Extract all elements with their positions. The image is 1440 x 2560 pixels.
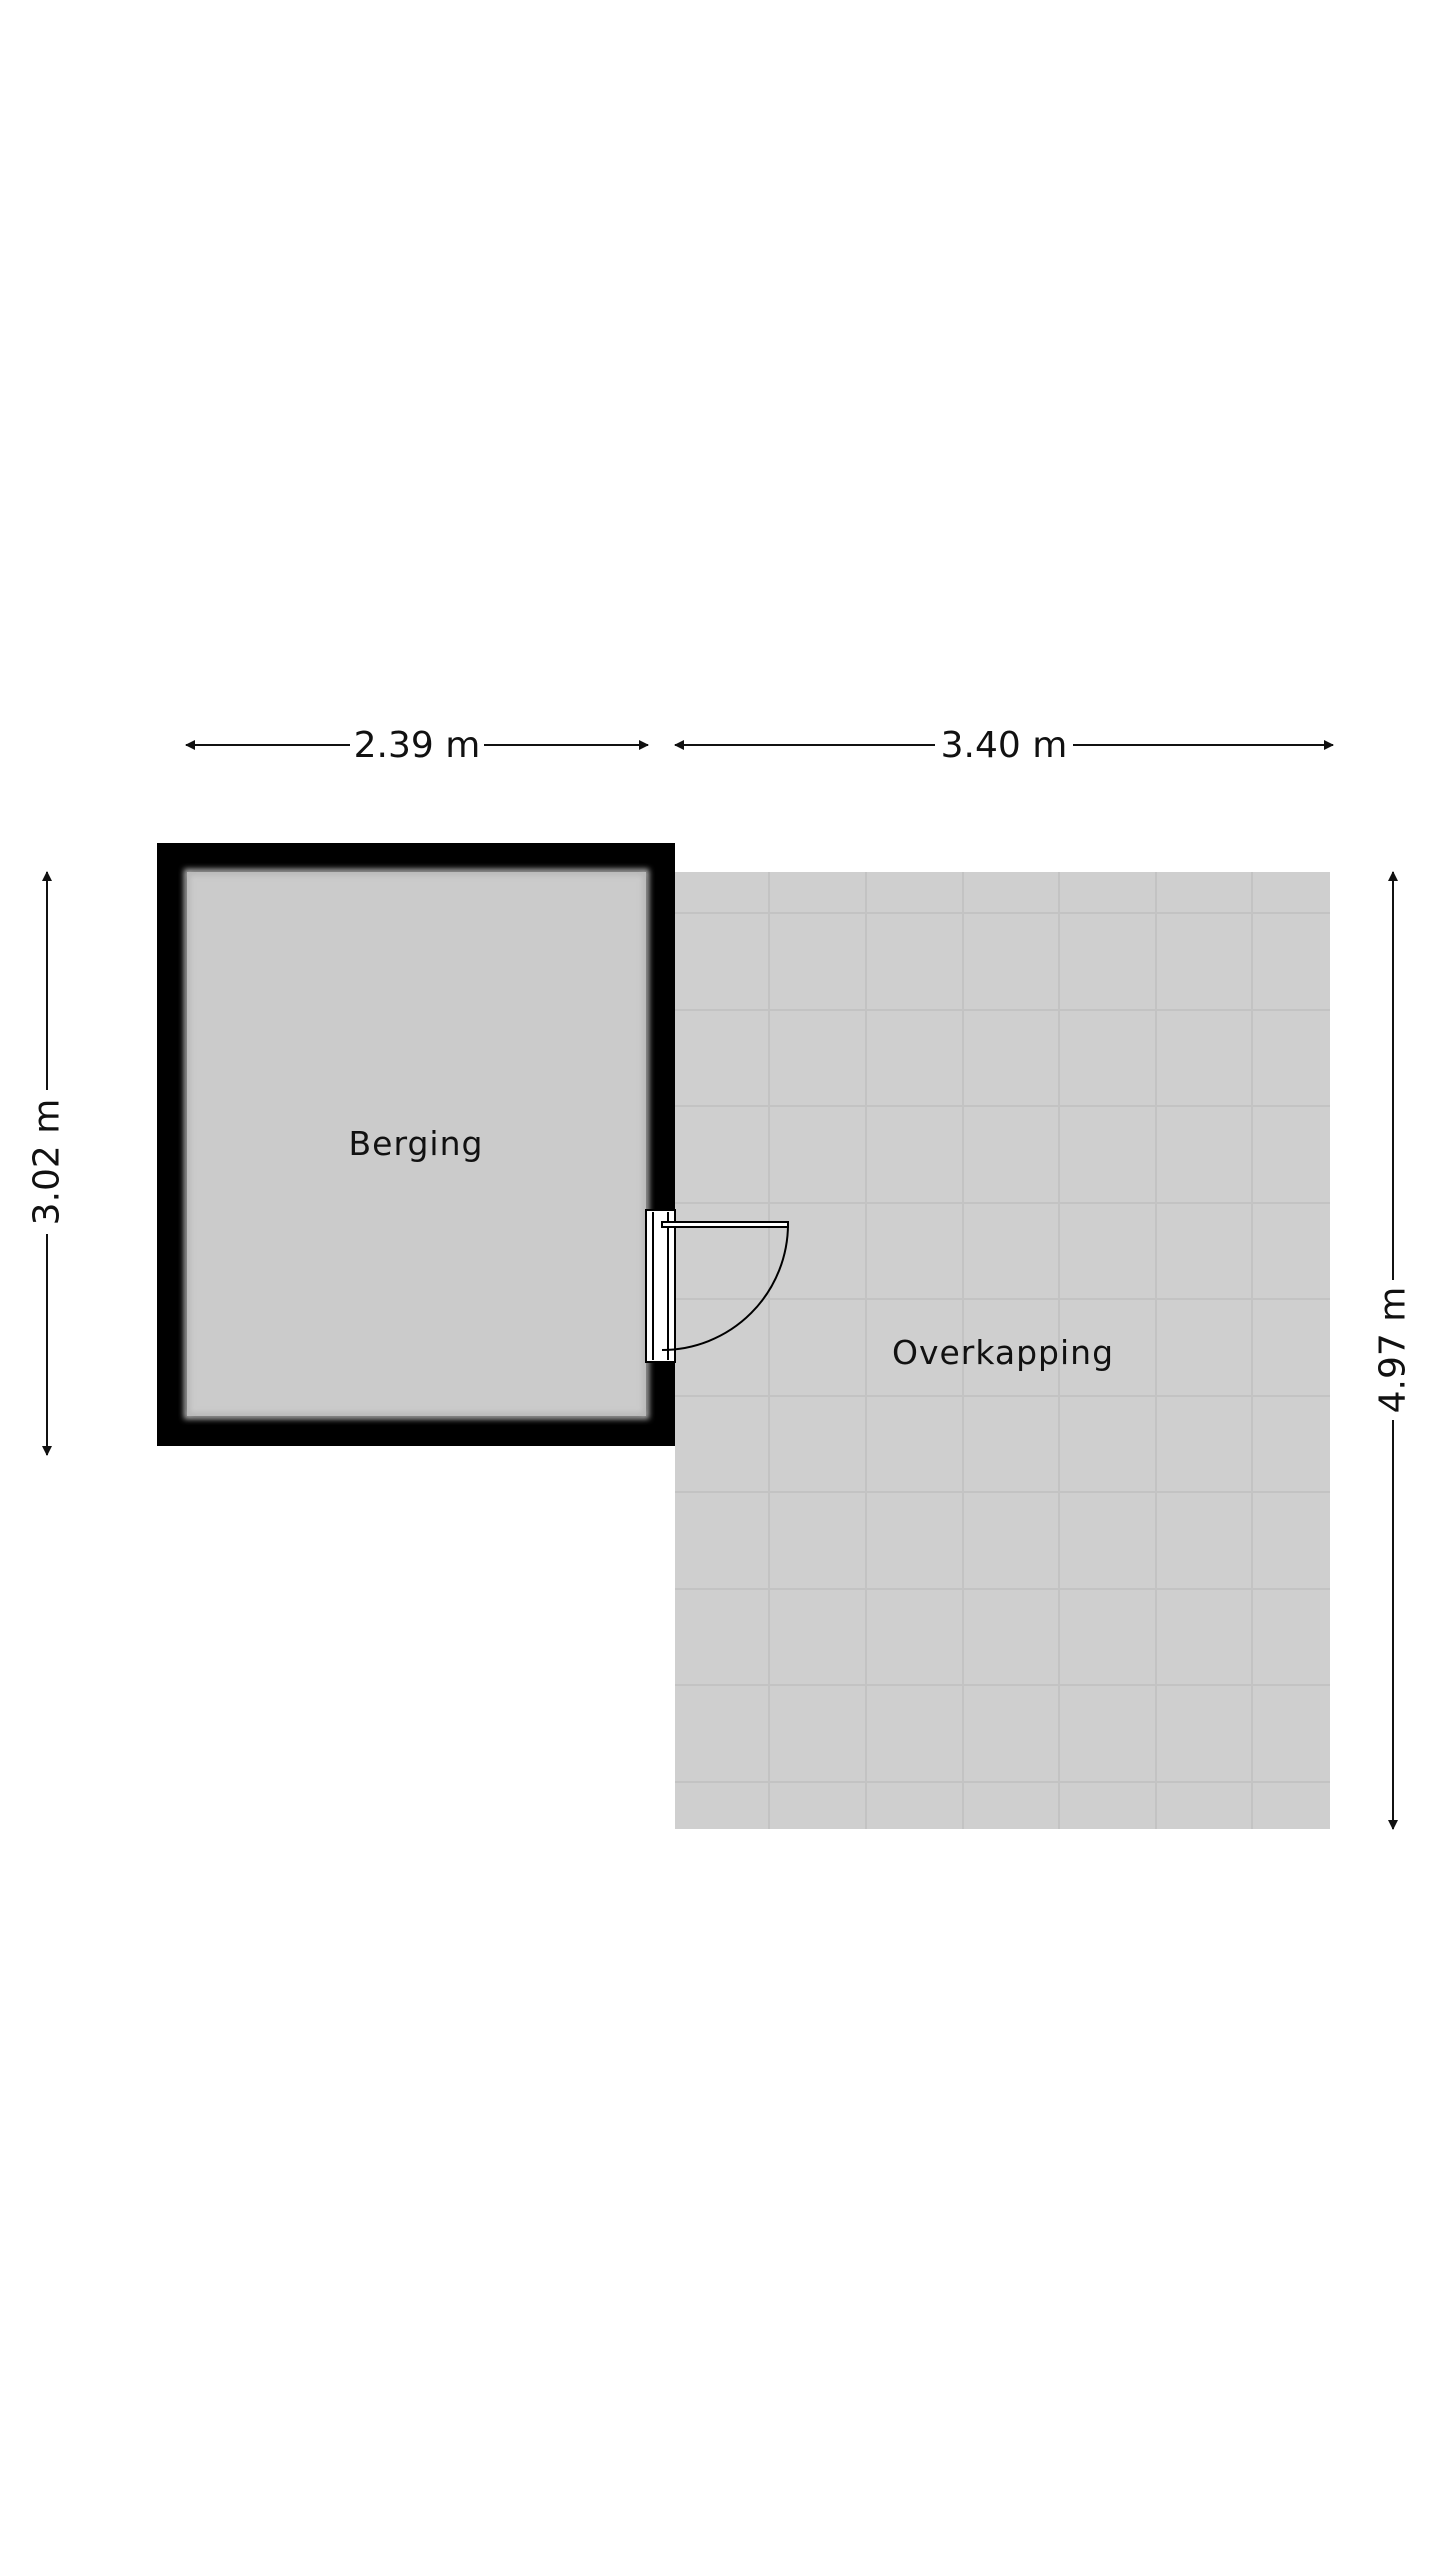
door-swing-arc [661, 1223, 789, 1351]
overkapping-area [675, 872, 1330, 1829]
dimension-overkapping-width: 3.40 m [674, 725, 1334, 766]
dimension-label: 4.97 m [1373, 1287, 1414, 1414]
berging-floor-shadow [184, 869, 649, 1419]
dimension-label: 3.40 m [941, 725, 1068, 766]
room-label-overkapping: Overkapping [892, 1333, 1114, 1372]
door-frame [645, 1209, 676, 1363]
berging-room [157, 843, 675, 1446]
dimension-berging-depth: 3.02 m [27, 871, 68, 1456]
berging-floor [187, 872, 646, 1416]
dimension-overkapping-depth: 4.97 m [1373, 871, 1414, 1830]
door-leaf [661, 1221, 789, 1228]
door [645, 1209, 789, 1363]
dimension-label: 2.39 m [354, 725, 481, 766]
overkapping-floor [675, 872, 1330, 1829]
dimension-berging-width: 2.39 m [185, 725, 649, 766]
overkapping-tile-grid [675, 872, 1330, 1829]
dimension-label: 3.02 m [27, 1099, 68, 1226]
room-label-berging: Berging [349, 1124, 484, 1163]
